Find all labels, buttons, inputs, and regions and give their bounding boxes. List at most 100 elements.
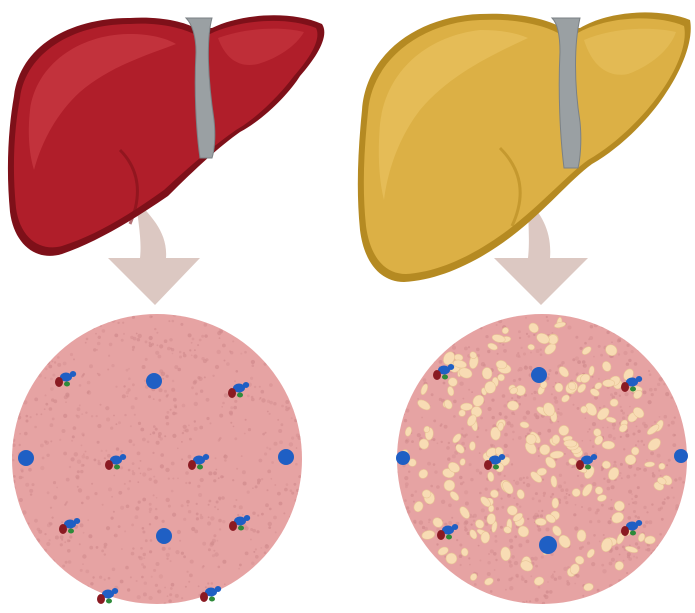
tissue-speckle xyxy=(149,508,152,511)
tissue-speckle xyxy=(178,368,182,372)
tissue-speckle xyxy=(531,393,533,395)
tissue-speckle xyxy=(240,353,242,355)
tissue-speckle xyxy=(14,542,16,544)
tissue-speckle xyxy=(416,566,419,569)
tissue-speckle xyxy=(200,478,204,482)
tissue-speckle xyxy=(434,470,437,473)
tissue-speckle xyxy=(609,562,613,566)
tissue-speckle xyxy=(499,412,502,415)
tissue-speckle xyxy=(568,494,570,496)
tissue-speckle xyxy=(441,500,445,504)
tissue-speckle xyxy=(188,510,191,513)
tissue-speckle xyxy=(571,467,573,469)
tissue-speckle xyxy=(542,479,544,481)
tissue-speckle xyxy=(584,342,587,345)
tissue-speckle xyxy=(667,542,670,545)
tissue-speckle xyxy=(258,322,260,324)
tissue-speckle xyxy=(408,532,412,536)
tissue-speckle xyxy=(618,598,622,602)
tissue-speckle xyxy=(490,549,494,553)
tissue-speckle xyxy=(398,358,400,360)
tissue-speckle xyxy=(659,533,662,536)
tissue-speckle xyxy=(611,593,615,597)
tissue-speckle xyxy=(18,520,21,523)
tissue-speckle xyxy=(521,347,523,349)
tissue-speckle xyxy=(603,478,605,480)
tissue-speckle xyxy=(154,516,158,520)
tissue-speckle xyxy=(66,394,69,397)
tissue-speckle xyxy=(60,543,63,546)
tissue-speckle xyxy=(177,530,181,534)
tissue-speckle xyxy=(598,378,600,380)
tissue-speckle xyxy=(169,338,172,341)
tissue-speckle xyxy=(109,343,113,347)
tissue-speckle xyxy=(662,501,666,505)
tissue-speckle xyxy=(402,359,406,363)
tissue-speckle xyxy=(121,548,123,550)
tissue-speckle xyxy=(515,481,519,485)
tissue-speckle xyxy=(23,373,26,376)
tissue-speckle xyxy=(142,498,146,502)
tissue-speckle xyxy=(243,590,247,594)
tissue-speckle xyxy=(511,412,514,415)
tissue-speckle xyxy=(664,415,668,419)
tissue-speckle xyxy=(149,523,151,525)
tissue-speckle xyxy=(82,374,84,376)
tissue-speckle xyxy=(473,602,476,605)
tissue-speckle xyxy=(518,436,522,440)
tissue-speckle xyxy=(242,514,244,516)
tissue-speckle xyxy=(137,452,141,456)
tissue-speckle xyxy=(221,496,225,500)
tissue-speckle xyxy=(422,602,426,606)
tissue-speckle xyxy=(107,369,109,371)
tissue-speckle xyxy=(673,497,675,499)
tissue-speckle xyxy=(465,502,469,506)
tissue-speckle xyxy=(36,413,38,415)
tissue-speckle xyxy=(12,532,16,536)
tissue-speckle xyxy=(594,323,598,327)
tissue-speckle xyxy=(54,568,56,570)
tissue-speckle xyxy=(669,344,672,347)
tissue-speckle xyxy=(247,395,250,398)
tissue-speckle xyxy=(402,576,404,578)
tissue-speckle xyxy=(680,502,683,505)
tissue-speckle xyxy=(550,496,553,499)
tissue-speckle xyxy=(207,521,211,525)
tissue-speckle xyxy=(674,417,676,419)
tissue-speckle xyxy=(597,589,600,592)
tissue-speckle xyxy=(666,464,668,466)
tissue-speckle xyxy=(32,483,35,486)
tissue-speckle xyxy=(82,464,84,466)
tissue-speckle xyxy=(56,487,58,489)
tissue-speckle xyxy=(104,553,106,555)
tissue-speckle xyxy=(14,404,16,406)
tissue-speckle xyxy=(218,566,221,569)
tissue-speckle xyxy=(497,353,499,355)
tissue-speckle xyxy=(149,336,153,340)
tissue-speckle xyxy=(57,356,60,359)
tissue-speckle xyxy=(127,388,130,391)
tissue-speckle xyxy=(23,400,27,404)
tissue-speckle xyxy=(294,364,298,368)
tissue-speckle xyxy=(237,514,239,516)
tissue-speckle xyxy=(251,360,255,364)
tissue-speckle xyxy=(17,361,20,364)
tissue-speckle xyxy=(45,368,47,370)
tissue-speckle xyxy=(298,475,301,478)
tissue-speckle xyxy=(618,338,621,341)
tissue-speckle xyxy=(195,393,198,396)
tissue-speckle xyxy=(11,454,14,457)
tissue-speckle xyxy=(540,353,543,356)
tissue-speckle xyxy=(573,404,575,406)
tissue-speckle xyxy=(565,501,568,504)
tissue-speckle xyxy=(530,352,532,354)
fatty-liver-organ xyxy=(358,12,691,282)
tissue-speckle xyxy=(167,595,169,597)
tissue-speckle xyxy=(660,552,664,556)
tissue-speckle xyxy=(53,399,57,403)
tissue-speckle xyxy=(238,568,240,570)
tissue-speckle xyxy=(593,534,596,537)
tissue-speckle xyxy=(481,508,485,512)
tissue-speckle xyxy=(69,535,72,538)
tissue-speckle xyxy=(29,489,33,493)
